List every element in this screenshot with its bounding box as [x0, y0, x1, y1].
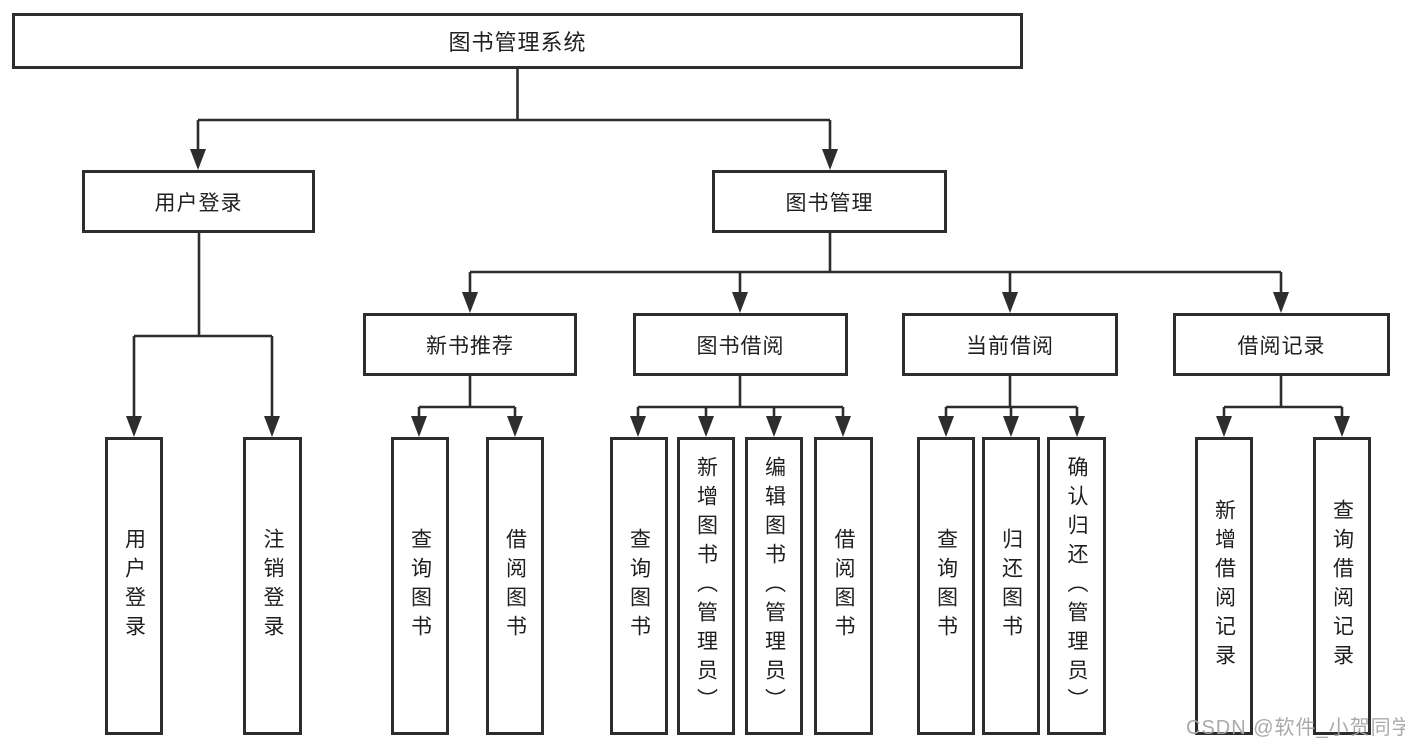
node-current-borrow: 当前借阅 [902, 313, 1118, 376]
leaf-borrow-query-books: 查询图书 [610, 437, 668, 735]
leaf-query-borrow-record-label: 查询借阅记录 [1330, 499, 1354, 673]
leaf-borrow-books-label: 借阅图书 [832, 528, 855, 644]
leaf-query-borrow-record: 查询借阅记录 [1313, 437, 1371, 735]
node-user-login-label: 用户登录 [154, 191, 243, 215]
leaf-recommend-borrow-books: 借阅图书 [486, 437, 544, 735]
leaf-return-books-label: 归还图书 [999, 528, 1023, 644]
leaf-borrow-query-books-label: 查询图书 [627, 528, 651, 644]
edge-user-login-split [132, 233, 274, 420]
leaf-current-query-books-label: 查询图书 [934, 528, 958, 644]
edge-book-mgmt-split [468, 233, 1283, 296]
edge-recommend-split [417, 376, 517, 420]
leaf-logout: 注销登录 [243, 437, 302, 735]
leaf-return-books: 归还图书 [982, 437, 1040, 735]
node-root: 图书管理系统 [12, 13, 1023, 69]
edge-root-split [196, 69, 832, 153]
edge-borrow-split [636, 376, 845, 420]
leaf-confirm-return-admin: 确认归还（管理员） [1047, 437, 1106, 735]
node-new-book-recommend: 新书推荐 [363, 313, 577, 376]
leaf-recommend-query-books-label: 查询图书 [408, 528, 432, 644]
leaf-add-borrow-record: 新增借阅记录 [1195, 437, 1253, 735]
leaf-borrow-books: 借阅图书 [814, 437, 873, 735]
leaf-add-books-admin: 新增图书（管理员） [677, 437, 735, 735]
node-book-borrow: 图书借阅 [633, 313, 848, 376]
edge-records-split [1222, 376, 1344, 420]
leaf-recommend-borrow-books-label: 借阅图书 [503, 528, 527, 644]
node-borrow-records: 借阅记录 [1173, 313, 1390, 376]
leaf-edit-books-admin: 编辑图书（管理员） [745, 437, 803, 735]
leaf-logout-label: 注销登录 [261, 528, 284, 644]
leaf-edit-books-admin-label: 编辑图书（管理员） [762, 455, 786, 717]
node-borrow-records-label: 借阅记录 [1237, 334, 1326, 358]
leaf-recommend-query-books: 查询图书 [391, 437, 449, 735]
leaf-add-books-admin-label: 新增图书（管理员） [694, 455, 718, 717]
node-book-borrow-label: 图书借阅 [696, 334, 785, 358]
node-new-book-recommend-label: 新书推荐 [426, 334, 514, 358]
leaf-confirm-return-admin-label: 确认归还（管理员） [1065, 455, 1088, 717]
leaf-user-login: 用户登录 [105, 437, 163, 735]
node-book-management: 图书管理 [712, 170, 947, 233]
leaf-current-query-books: 查询图书 [917, 437, 975, 735]
edge-current-split [944, 376, 1079, 420]
watermark: CSDN @软件_小贺同学 [1186, 717, 1405, 739]
node-user-login: 用户登录 [82, 170, 315, 233]
arrowheads [126, 149, 1350, 437]
node-current-borrow-label: 当前借阅 [966, 334, 1054, 358]
leaf-user-login-label: 用户登录 [122, 528, 146, 644]
leaf-add-borrow-record-label: 新增借阅记录 [1212, 499, 1236, 673]
node-book-management-label: 图书管理 [785, 191, 874, 215]
node-root-label: 图书管理系统 [448, 30, 587, 55]
